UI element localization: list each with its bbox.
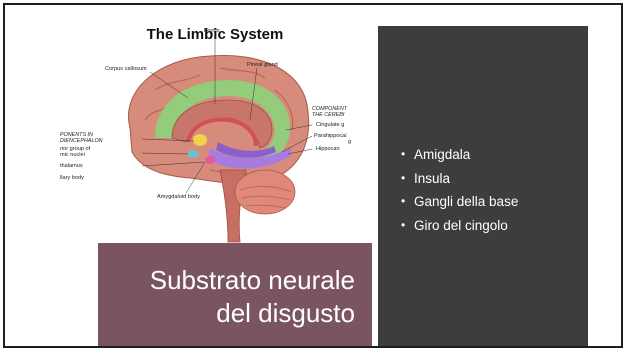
label-fornix: Fornix xyxy=(204,28,220,34)
label-hippocampus: Hippocan xyxy=(316,146,340,152)
bullet-item: Insula xyxy=(401,167,518,191)
bullet-panel: Amigdala Insula Gangli della base Giro d… xyxy=(378,26,588,346)
label-component: COMPONENT xyxy=(312,106,348,112)
bullet-item: Gangli della base xyxy=(401,190,518,214)
label-cingulate-gyrus: Cingulate g xyxy=(316,122,345,128)
label-parahippocampal-g: g xyxy=(348,139,352,145)
slide: The Limbic System xyxy=(3,3,623,348)
slide-title-box: Substrato neurale del disgusto xyxy=(98,243,372,346)
label-the-cerebrum: THE CEREBI xyxy=(312,112,345,118)
label-thalamic-nuclei: mic nuclei xyxy=(60,152,85,158)
limbic-system-figure: The Limbic System xyxy=(60,20,370,250)
label-mammillary-body: llary body xyxy=(60,175,84,181)
bullet-list: Amigdala Insula Gangli della base Giro d… xyxy=(401,143,518,237)
label-components-in: PONENTS IN xyxy=(60,132,93,138)
bullet-item: Amigdala xyxy=(401,143,518,167)
brain-illustration xyxy=(128,34,313,243)
slide-title-line1: Substrato neurale xyxy=(149,265,355,295)
slide-title-line2: del disgusto xyxy=(216,298,355,328)
label-corpus-callosum: Corpus callosum xyxy=(105,66,147,72)
label-parahippocampal: Parahippocai xyxy=(314,133,347,139)
label-hypothalamus: thalamus xyxy=(60,163,83,169)
label-amygdaloid-body: Amygdaloid body xyxy=(157,194,200,200)
label-anterior-group: rior group of xyxy=(60,146,91,152)
label-diencephalon: DIENCEPHALON xyxy=(60,138,103,144)
label-pineal-gland: Pineal gland xyxy=(247,62,278,68)
bullet-item: Giro del cingolo xyxy=(401,214,518,238)
